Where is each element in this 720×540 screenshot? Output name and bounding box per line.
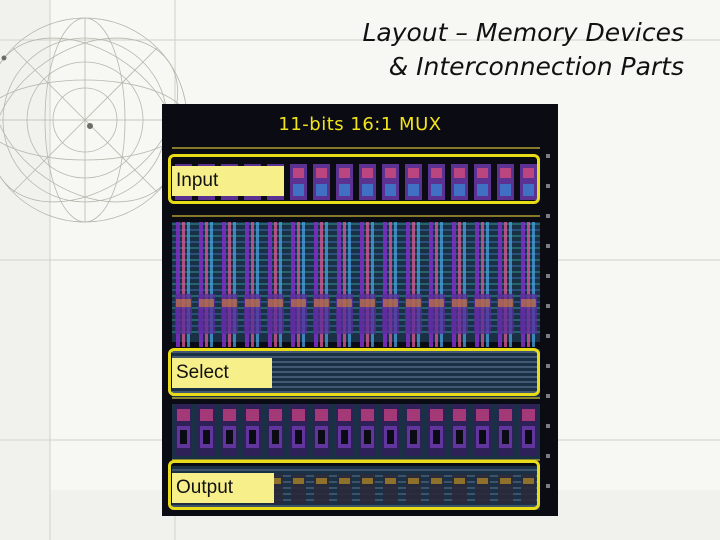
select-region-label: Select — [172, 358, 272, 388]
slide-title-line-2: & Interconnection Parts — [388, 52, 684, 81]
output-region-label: Output — [172, 473, 274, 503]
slide-title: Layout – Memory Devices & Interconnectio… — [264, 16, 684, 84]
figure-caption: 11-bits 16:1 MUX — [278, 114, 442, 135]
output-region-outline — [168, 460, 540, 510]
input-region-outline — [168, 154, 540, 204]
select-region-outline — [168, 348, 540, 396]
slide-title-line-1: Layout – Memory Devices — [362, 18, 684, 47]
input-region-label: Input — [172, 166, 284, 196]
mux-layout-figure: 11-bits 16:1 MUX Input Select Output — [162, 104, 558, 516]
layout-artwork — [162, 104, 558, 516]
